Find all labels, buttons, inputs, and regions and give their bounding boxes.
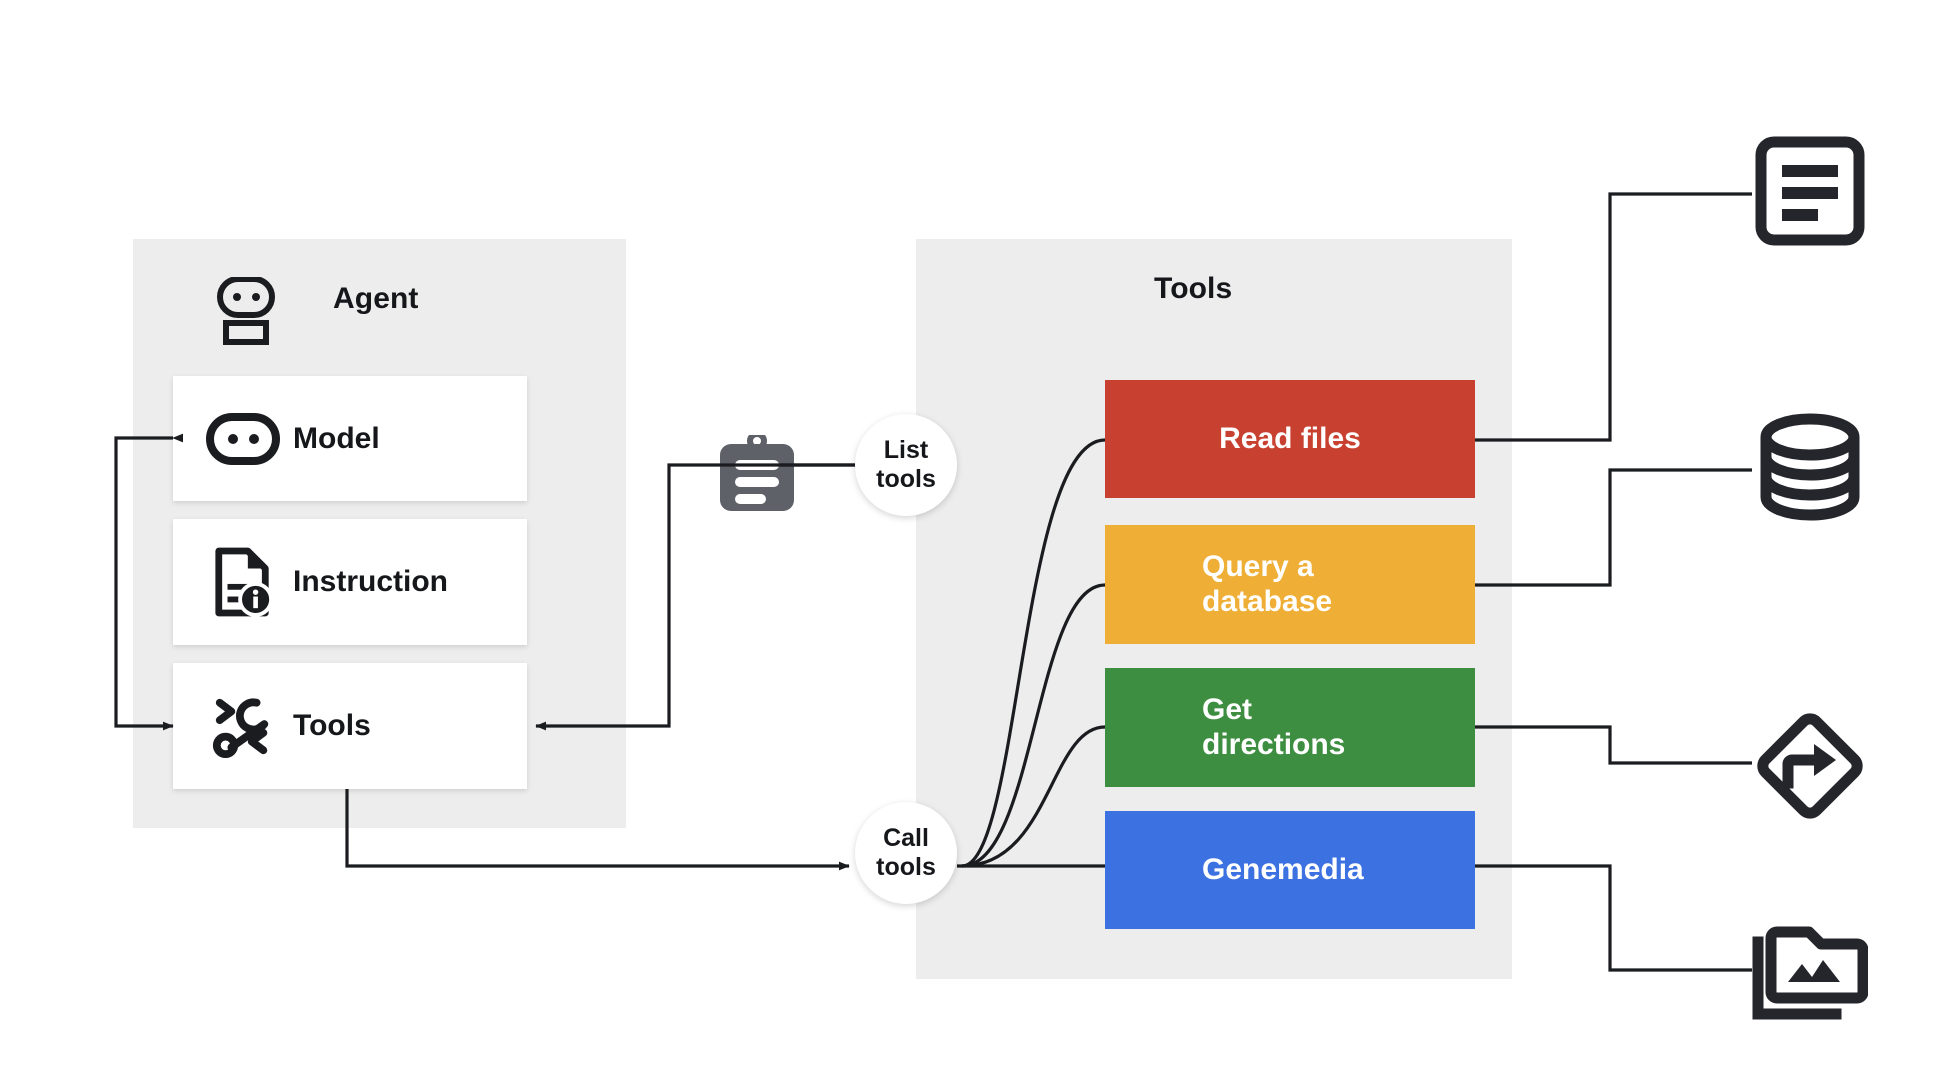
agent-card-label: Tools	[293, 709, 371, 742]
hub-list-tools[interactable]: List tools	[855, 414, 957, 516]
tool-box-get-directions[interactable]: Get directions	[1105, 668, 1475, 787]
tool-box-label: Read files	[1219, 421, 1361, 455]
document-info-icon	[205, 547, 281, 617]
tool-box-read-files[interactable]: Read files	[1105, 380, 1475, 498]
wire-directions-to-sign	[1475, 725, 1752, 765]
hub-line-2: tools	[876, 465, 936, 493]
agent-card-model[interactable]: Model	[173, 376, 527, 501]
robot-icon	[215, 276, 277, 345]
agent-card-label: Model	[293, 421, 380, 455]
agent-card-label: Instruction	[293, 565, 448, 598]
wrench-brackets-icon	[205, 693, 281, 759]
hub-line-1: Call	[883, 823, 929, 852]
agent-panel-title: Agent	[333, 282, 419, 315]
agent-card-instruction[interactable]: Instruction	[173, 519, 527, 645]
tool-box-label-line-2: database	[1202, 584, 1333, 618]
tool-box-label-line-2: directions	[1202, 727, 1346, 761]
hub-line-2: tools	[876, 853, 936, 881]
media-folder-icon	[1750, 920, 1869, 1028]
clipboard-list-icon	[718, 431, 796, 513]
tool-box-query-a-database[interactable]: Query a database	[1105, 525, 1475, 644]
hub-line-1: List	[883, 435, 929, 464]
directions-sign-icon	[1750, 706, 1870, 826]
document-lines-icon	[1755, 136, 1865, 246]
wire-query-db-to-database	[1475, 468, 1752, 587]
database-icon	[1755, 412, 1865, 522]
wire-read-files-to-document	[1475, 192, 1752, 442]
hub-call-tools[interactable]: Call tools	[855, 802, 957, 904]
wire-genemedia-to-media	[1475, 864, 1752, 972]
tool-box-label-line-1: Query a	[1202, 549, 1314, 583]
tool-box-genemedia[interactable]: Genemedia	[1105, 811, 1475, 929]
tool-box-label: Genemedia	[1202, 852, 1364, 886]
tools-panel-title: Tools	[1154, 272, 1233, 305]
model-robot-icon	[205, 412, 281, 465]
tool-box-label-line-1: Get	[1202, 692, 1253, 726]
agent-card-tools[interactable]: Tools	[173, 663, 527, 789]
